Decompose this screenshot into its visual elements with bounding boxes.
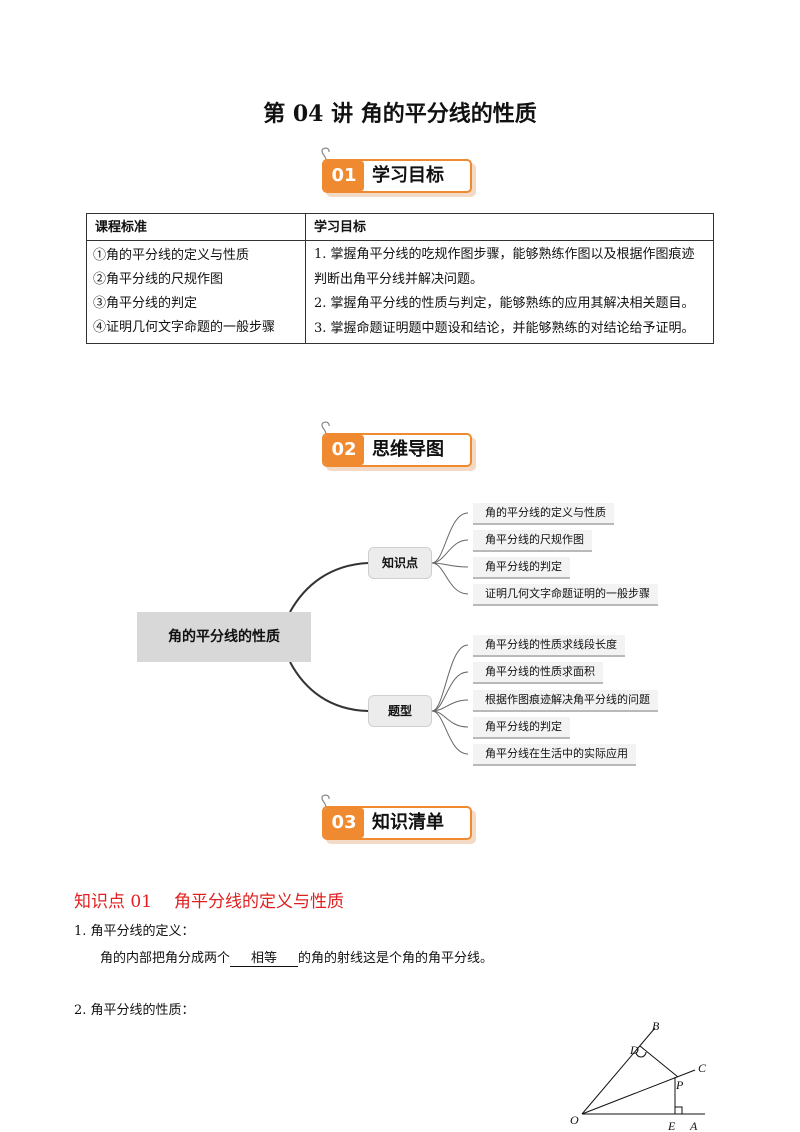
curl-icon [321,147,330,161]
mindmap-leaf: 证明几何文字命题证明的一般步骤 [473,584,658,606]
section-badge-knowledge: 03 知识清单 [321,794,476,844]
knowledge-point-number: 知识点 01 [74,892,153,912]
property-label: 2. 角平分线的性质： [74,1003,195,1018]
standard-item: ①角的平分线的定义与性质 [93,248,250,264]
definition-text: 角的内部把角分成两个相等的角的射线这是个角的角平分线。 [100,947,493,967]
mindmap-leaf: 角平分线在生活中的实际应用 [473,744,636,766]
mindmap-leaf: 角平分线的性质求线段长度 [473,635,625,657]
curl-icon [321,794,330,808]
point-label-c: C [698,1061,707,1075]
mindmap-root: 角的平分线的性质 [137,612,311,662]
angle-bisector-figure: B D C P O E A [570,1019,707,1132]
standards-cell: ①角的平分线的定义与性质 ②角平分线的尺规作图 ③角平分线的判定 ④证明几何文字… [86,239,306,345]
section-number: 02 [324,435,364,465]
mindmap-leaf: 角平分线的尺规作图 [473,530,592,552]
knowledge-point-title: 角平分线的定义与性质 [174,892,345,912]
section-number: 03 [324,808,364,838]
point-label-b: B [652,1019,660,1033]
definition-after: 的角的射线这是个角的角平分线。 [298,951,494,966]
section-number: 01 [324,161,364,191]
standard-item: ④证明几何文字命题的一般步骤 [93,320,276,336]
section-badge-objectives: 01 学习目标 [321,147,476,197]
curl-icon [321,421,330,435]
section-label: 思维导图 [372,439,444,460]
table-header-standards: 课程标准 [86,213,306,241]
point-label-d: D [629,1043,639,1057]
section-label: 知识清单 [372,812,444,833]
mindmap-leaf: 角的平分线的定义与性质 [473,503,614,525]
point-label-a: A [689,1119,698,1132]
mindmap-leaf: 根据作图痕迹解决角平分线的问题 [473,690,658,712]
mindmap-branch-knowledge: 知识点 [368,547,432,579]
standard-item: ③角平分线的判定 [93,296,198,312]
fill-blank-answer: 相等 [230,952,299,967]
objectives-table: 课程标准 学习目标 ①角的平分线的定义与性质 ②角平分线的尺规作图 ③角平分线的… [86,213,714,345]
knowledge-point-heading: 知识点 01 角平分线的定义与性质 [74,887,344,912]
goal-item: 2. 掌握角平分线的性质与判定，能够熟练的应用其解决相关题目。 [314,296,695,312]
page-title: 第 04 讲 角的平分线的性质 [263,101,537,127]
goal-item: 1. 掌握角平分线的吃规作图步骤，能够熟练作图以及根据作图痕迹判断出角平分线并解… [314,247,695,287]
mindmap-leaf: 角平分线的性质求面积 [473,662,603,684]
mindmap-leaf: 角平分线的判定 [473,557,570,579]
point-label-p: P [675,1078,684,1092]
point-label-e: E [667,1119,676,1132]
definition-label: 1. 角平分线的定义： [74,924,195,939]
mindmap-branch-question-types: 题型 [368,695,432,727]
point-label-o: O [570,1113,579,1127]
mindmap-leaf: 角平分线的判定 [473,717,570,739]
section-label: 学习目标 [372,165,444,186]
goals-cell: 1. 掌握角平分线的吃规作图步骤，能够熟练作图以及根据作图痕迹判断出角平分线并解… [305,239,714,345]
section-badge-mindmap: 02 思维导图 [321,421,476,471]
goal-item: 3. 掌握命题证明题中题设和结论，并能够熟练的对结论给予证明。 [314,320,695,336]
definition-before: 角的内部把角分成两个 [100,951,231,966]
standard-item: ②角平分线的尺规作图 [93,272,224,288]
